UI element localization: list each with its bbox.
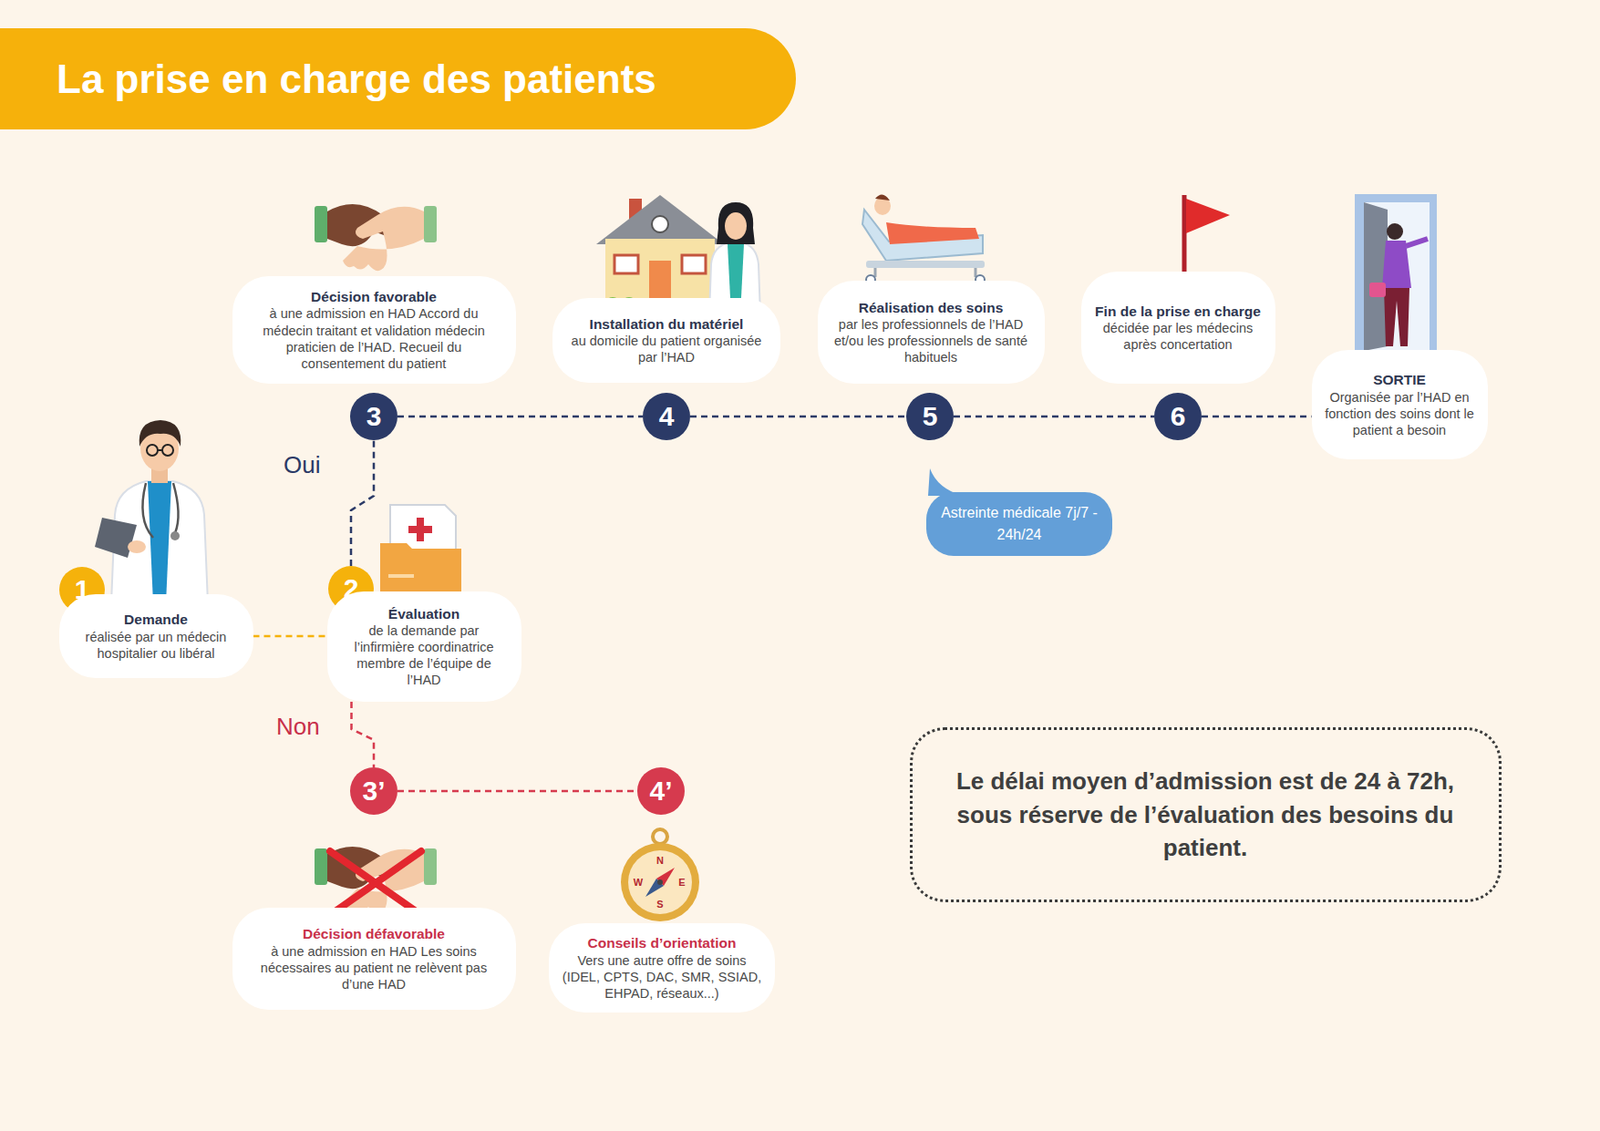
step-box: Fin de la prise en chargedécidée par les… — [1081, 271, 1276, 384]
step-box: Décision favorableà une admission en HAD… — [232, 276, 517, 384]
step-heading: Demande — [123, 610, 188, 629]
dashed-connector — [351, 701, 375, 768]
title: La prise en charge des patients — [0, 28, 796, 130]
compass-letter: W — [633, 877, 643, 888]
door-woman-icon — [1354, 194, 1437, 351]
speech-bubble: Astreinte médicale 7j/7 - 24h/24 — [926, 492, 1113, 557]
crossed-handshake-icon — [314, 846, 437, 916]
note-text: Astreinte médicale 7j/7 - 24h/24 — [940, 502, 1098, 547]
step-number-circle: 4’ — [637, 767, 685, 816]
step-number: 4 — [659, 402, 675, 431]
bubble-tail-shape — [928, 468, 963, 496]
bubble-tail — [926, 468, 963, 496]
dashed-connector — [953, 415, 1155, 419]
step-box: Demanderéalisée par un médecin hospitali… — [59, 594, 254, 679]
folder-icon — [380, 505, 462, 592]
step-description: à une admission en HAD Accord du médecin… — [245, 305, 504, 372]
step-heading: Fin de la prise en charge — [1094, 302, 1261, 320]
dashed-connector — [1201, 415, 1312, 419]
step-box: Évaluationde la demande par l’infirmière… — [327, 591, 522, 702]
compass-icon — [620, 829, 700, 922]
branch-label: Oui — [283, 453, 320, 477]
dashed-connector — [350, 440, 374, 567]
title-banner: La prise en charge des patients — [0, 28, 796, 130]
step-number-circle: 5 — [906, 392, 954, 441]
step-number: 3’ — [361, 777, 385, 806]
step-description: Organisée par l’HAD en fonction des soin… — [1324, 389, 1476, 439]
step-number: 3 — [366, 402, 382, 431]
step-heading: Conseils d’orientation — [588, 934, 737, 952]
step-box: Installation du matérielau domicile du p… — [552, 298, 781, 383]
step-heading: SORTIE — [1372, 371, 1426, 389]
step-number: 6 — [1170, 402, 1187, 431]
handshake-icon — [314, 204, 437, 271]
step-description: réalisée par un médecin hospitalier ou l… — [72, 629, 241, 662]
step-heading: Installation du matériel — [589, 315, 744, 333]
step-number-circle: 3’ — [350, 767, 398, 816]
dashed-connector — [397, 790, 638, 794]
step-description: à une admission en HAD Les soins nécessa… — [245, 943, 504, 993]
compass-letter: S — [656, 899, 663, 910]
branch-label: Non — [276, 714, 320, 739]
step-number: 4’ — [649, 777, 672, 806]
step-number: 5 — [922, 402, 939, 431]
house-icon — [596, 195, 724, 312]
step-box: Réalisation des soinspar les professionn… — [817, 280, 1045, 384]
step-box: Décision défavorableà une admission en H… — [232, 908, 517, 1011]
step-description: décidée par les médecins après concertat… — [1094, 320, 1263, 353]
note-text: Le délai moyen d’admission est de 24 à 7… — [936, 764, 1476, 865]
doctor-figure — [94, 420, 208, 604]
dashed-connector — [397, 415, 643, 419]
step-heading: Évaluation — [388, 605, 460, 623]
bed-patient-icon — [862, 194, 985, 285]
step-number-circle: 6 — [1154, 392, 1202, 441]
step-heading: Décision favorable — [310, 288, 437, 306]
compass-letter: E — [678, 877, 685, 888]
compass-letter: N — [656, 856, 664, 867]
step-description: Vers une autre offre de soins (IDEL, CPT… — [561, 952, 763, 1002]
dashed-connector — [253, 635, 328, 639]
step-heading: Décision défavorable — [302, 925, 445, 943]
step-number-circle: 3 — [350, 392, 398, 441]
step-box: Conseils d’orientationVers une autre off… — [548, 923, 775, 1013]
step-description: par les professionnels de l’HAD et/ou le… — [830, 316, 1033, 366]
dashed-connector — [690, 415, 907, 419]
step-description: de la demande par l’infirmière coordinat… — [340, 622, 509, 690]
step-box: SORTIEOrganisée par l’HAD en fonction de… — [1311, 350, 1488, 460]
note-box: Le délai moyen d’admission est de 24 à 7… — [909, 727, 1502, 903]
step-heading: Réalisation des soins — [858, 299, 1004, 317]
step-description: au domicile du patient organisée par l’H… — [565, 332, 768, 366]
step-number-circle: 4 — [642, 392, 691, 441]
